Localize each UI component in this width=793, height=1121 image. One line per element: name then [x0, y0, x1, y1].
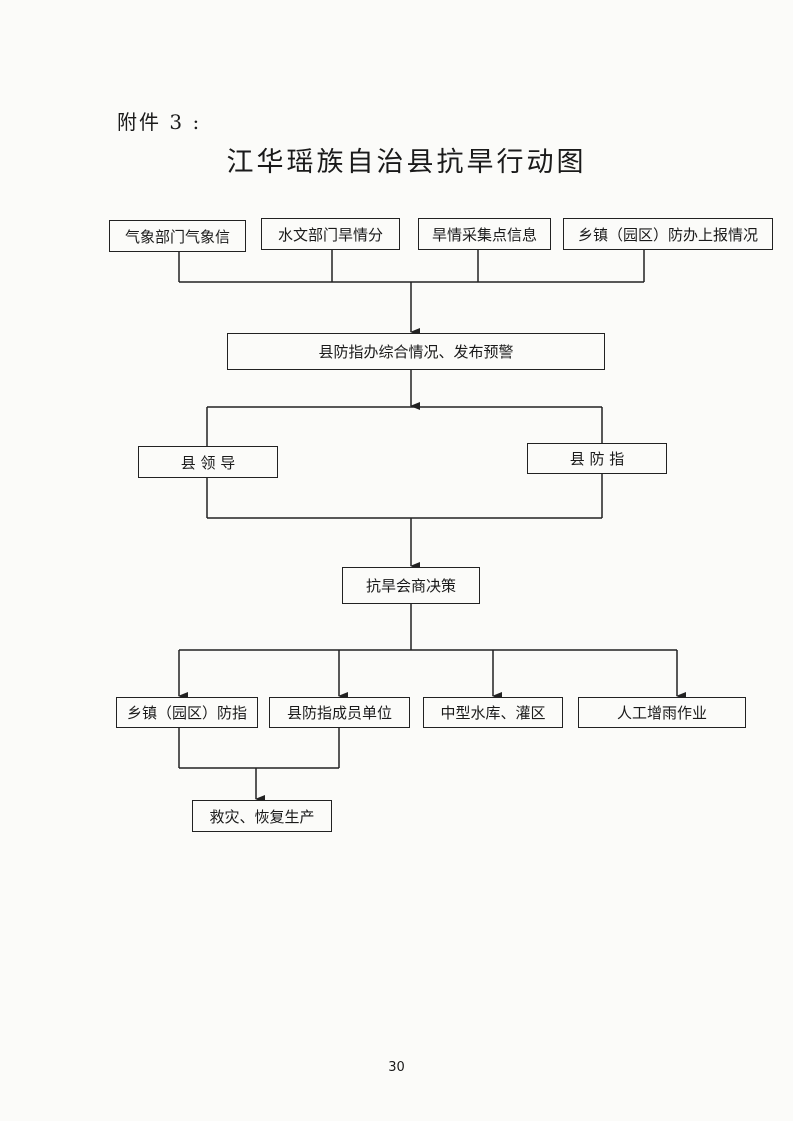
- connector: [178, 728, 340, 769]
- connector: [206, 406, 603, 519]
- attachment-label: 附件 3 :: [117, 110, 202, 134]
- node-member-units: 县防指成员单位: [269, 697, 410, 728]
- node-county-hq: 县 防 指: [527, 443, 667, 474]
- node-rain: 人工增雨作业: [578, 697, 746, 728]
- node-consult: 抗旱会商决策: [342, 567, 480, 604]
- node-meteo: 气象部门气象信: [109, 220, 246, 252]
- node-hydro: 水文部门旱情分: [261, 218, 400, 250]
- connector: [179, 604, 677, 651]
- node-collect: 旱情采集点信息: [418, 218, 551, 250]
- node-relief: 救灾、恢复生产: [192, 800, 332, 832]
- node-township-hq: 乡镇（园区）防指: [116, 697, 258, 728]
- node-county-office: 县防指办综合情况、发布预警: [227, 333, 605, 370]
- page-number: 30: [388, 1060, 405, 1075]
- node-township-report: 乡镇（园区）防办上报情况: [563, 218, 773, 250]
- connector: [178, 250, 645, 283]
- node-county-leader: 县 领 导: [138, 446, 278, 478]
- node-reservoir: 中型水库、灌区: [423, 697, 563, 728]
- page-title: 江华瑶族自治县抗旱行动图: [226, 147, 587, 178]
